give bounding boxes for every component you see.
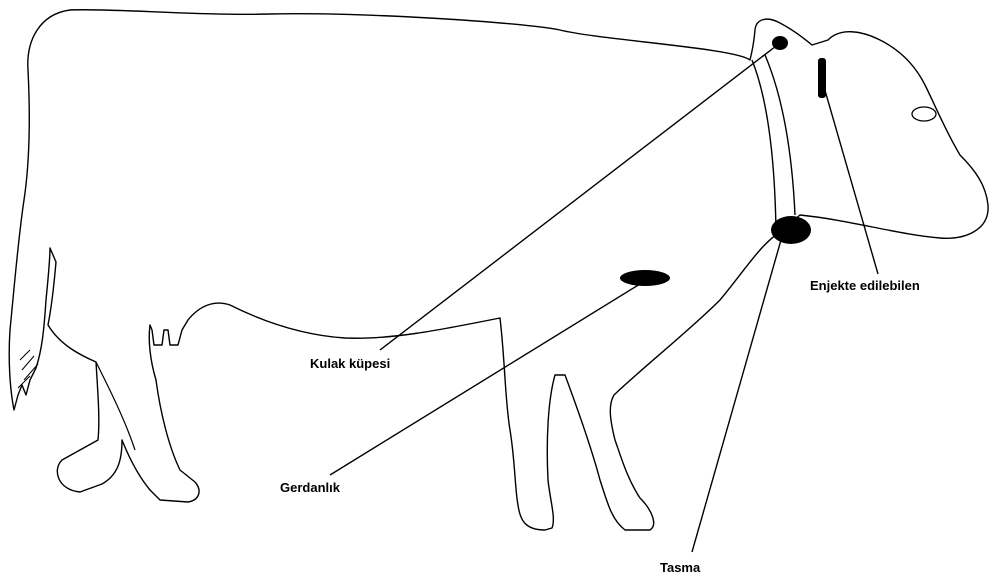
bolus-marker xyxy=(620,270,670,286)
label-collar: Tasma xyxy=(660,560,701,575)
cow-eye xyxy=(912,107,936,121)
collar-band xyxy=(752,60,776,232)
label-ear-tag: Kulak küpesi xyxy=(310,356,390,371)
cow-body-outline xyxy=(9,10,988,530)
rear-leg-inner xyxy=(96,362,135,450)
injectable-leader xyxy=(822,80,878,274)
label-bolus: Gerdanlık xyxy=(280,480,341,495)
collar-marker xyxy=(771,216,811,244)
ear-tag-leader xyxy=(380,43,780,350)
bolus-leader xyxy=(330,284,640,475)
label-injectable: Enjekte edilebilen xyxy=(810,278,920,293)
collar-leader xyxy=(692,240,781,552)
